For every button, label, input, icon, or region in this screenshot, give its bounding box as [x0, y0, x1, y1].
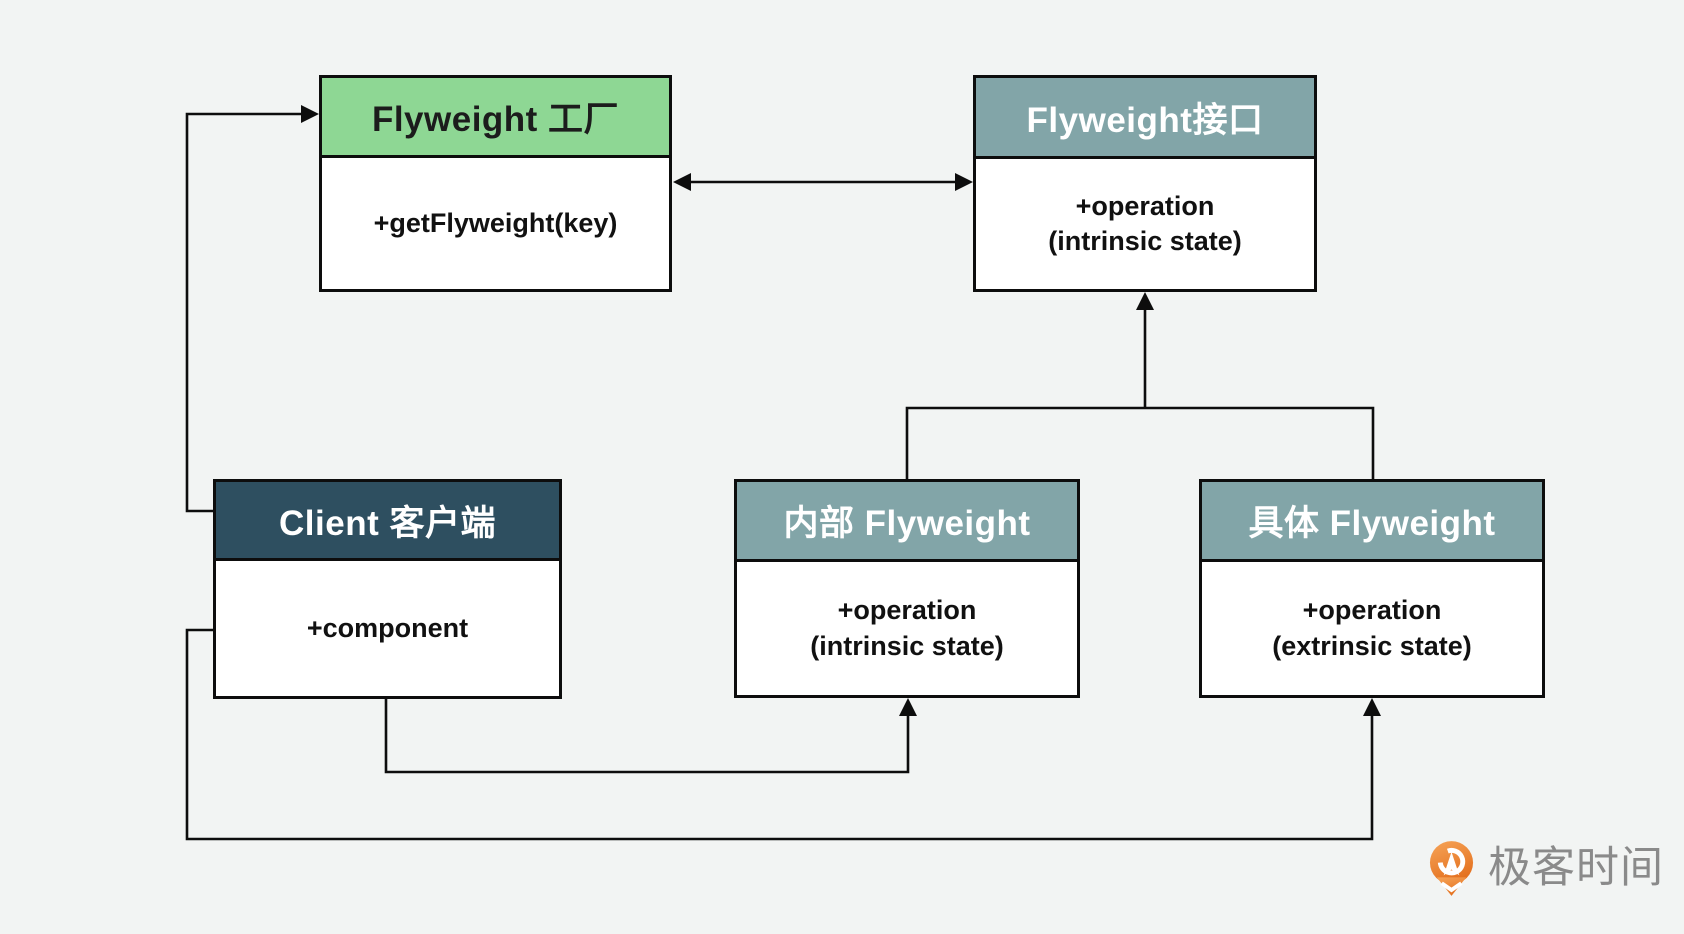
method-operation: +operation	[1075, 190, 1215, 221]
arrowhead-into-interface-left	[955, 173, 973, 191]
class-box-intrinsic-flyweight: 内部 Flyweight +operation (intrinsic state…	[734, 479, 1080, 698]
class-title-client: Client 客户端	[279, 503, 496, 543]
class-box-flyweight-factory: Flyweight 工厂 +getFlyweight(key)	[319, 75, 672, 292]
class-box-body: +getFlyweight(key)	[322, 158, 669, 289]
connector-client-to-factory	[185, 112, 302, 513]
class-box-header: Flyweight 工厂	[322, 78, 669, 158]
geektime-logo-text: 极客时间	[1488, 844, 1664, 892]
method-get-flyweight: +getFlyweight(key)	[373, 207, 618, 238]
class-title-intrinsic-flyweight: 内部 Flyweight	[783, 504, 1031, 543]
connector-inheritance-branch	[905, 406, 1375, 479]
class-box-client: Client 客户端 +component	[213, 479, 562, 699]
method-operation: +operation	[837, 595, 977, 626]
class-box-concrete-flyweight: 具体 Flyweight +operation (extrinsic state…	[1199, 479, 1545, 698]
arrowhead-into-intrinsic-bottom	[899, 698, 917, 716]
class-box-body: +operation (intrinsic state)	[976, 159, 1314, 289]
method-operation-state: (extrinsic state)	[1272, 630, 1472, 661]
connector-client-to-intrinsic	[384, 699, 910, 774]
class-title-flyweight-factory: Flyweight 工厂	[371, 100, 620, 139]
method-operation: +operation	[1302, 595, 1442, 626]
method-operation-state: (intrinsic state)	[1048, 226, 1242, 256]
class-box-flyweight-interface: Flyweight接口 +operation (intrinsic state)	[973, 75, 1317, 292]
field-component: +component	[306, 612, 469, 643]
arrowhead-into-factory	[301, 105, 319, 123]
geektime-logo-icon	[1429, 841, 1474, 896]
arrowhead-into-factory-right	[673, 173, 691, 191]
class-title-concrete-flyweight: 具体 Flyweight	[1248, 504, 1496, 543]
class-box-header: 具体 Flyweight	[1202, 482, 1542, 562]
class-box-header: Flyweight接口	[976, 78, 1314, 159]
arrowhead-into-interface-bottom	[1136, 292, 1154, 310]
arrowhead-into-concrete-bottom	[1363, 698, 1381, 716]
class-box-body: +operation (intrinsic state)	[737, 562, 1077, 695]
class-box-body: +component	[216, 561, 559, 696]
class-box-body: +operation (extrinsic state)	[1202, 562, 1542, 695]
class-box-header: 内部 Flyweight	[737, 482, 1077, 562]
class-box-header: Client 客户端	[216, 482, 559, 561]
method-operation-state: (intrinsic state)	[810, 630, 1004, 661]
geektime-logo: 极客时间	[1428, 840, 1664, 897]
class-title-flyweight-interface: Flyweight接口	[1026, 100, 1264, 140]
connector-client-to-concrete	[185, 628, 1374, 841]
